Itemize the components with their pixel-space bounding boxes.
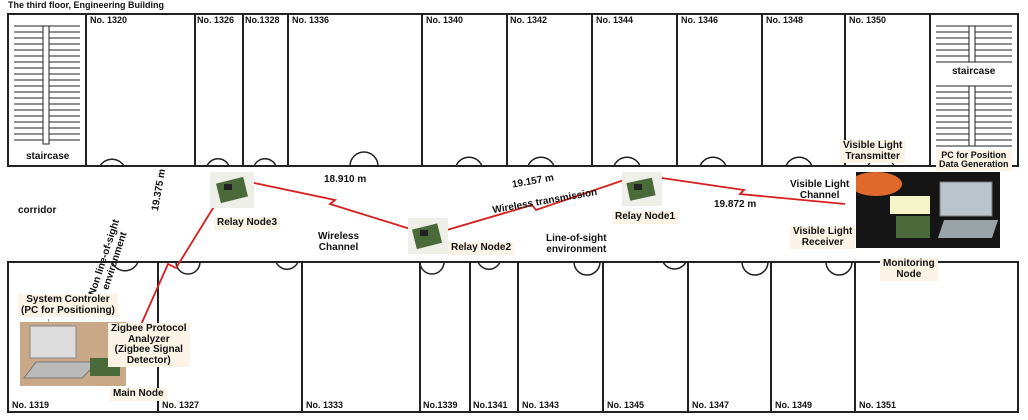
monitoring-setup-icon (850, 172, 1000, 248)
room-label-bottom: No. 1319 (12, 400, 50, 410)
relay-node2-label: Relay Node2 (448, 242, 515, 255)
distance-relay3-relay2: 18.910 m (324, 174, 367, 185)
relay-node2-photo (408, 218, 448, 254)
relay-node1-photo (622, 172, 662, 206)
zigbee-analyzer-label: Zigbee Protocol Analyzer (Zigbee Signal … (108, 323, 190, 367)
staircase-left-steps (14, 25, 80, 145)
bottom-rooms (7, 261, 1019, 413)
room-label-top: No. 1320 (90, 15, 128, 25)
relay-node1-label: Relay Node1 (612, 211, 679, 224)
room-label-top: No. 1336 (292, 15, 330, 25)
room-label-top: No. 1350 (849, 15, 887, 25)
room-label-bottom: No.1341 (473, 400, 508, 410)
main-node-label: Main Node (110, 388, 167, 401)
room-label-top: No. 1344 (596, 15, 634, 25)
link-relay1-monitor (647, 175, 846, 205)
room-label-bottom: No. 1343 (522, 400, 560, 410)
relay-board-icon (210, 172, 254, 208)
bottom-doors (111, 261, 853, 276)
room-label-bottom: No. 1351 (859, 400, 897, 410)
link-main-relay3 (119, 183, 229, 373)
los-environment-label: Line-of-sight environment (546, 233, 607, 255)
relay-node3-photo (210, 172, 254, 208)
staircase-left-label: staircase (26, 151, 70, 162)
room-label-top: No. 1326 (197, 15, 235, 25)
room-label-top: No. 1346 (681, 15, 719, 25)
monitoring-node-label: Monitoring Node (880, 258, 938, 281)
system-controller-label: System Controler (PC for Positioning) (18, 294, 118, 317)
room-label-bottom: No. 1345 (607, 400, 645, 410)
staircase-right-label: staircase (952, 66, 996, 77)
relay-board-icon (408, 218, 448, 254)
corridor-label: corridor (18, 205, 57, 216)
staircase-right-steps (936, 25, 1012, 147)
room-label-bottom: No. 1327 (162, 400, 200, 410)
stair-rail (42, 25, 50, 145)
room-label-bottom: No. 1333 (306, 400, 344, 410)
room-label-top: No. 1342 (510, 15, 548, 25)
bottom-block-outline (7, 261, 1019, 413)
wireless-channel-label: Wireless Channel (318, 231, 360, 253)
room-label-top: No. 1348 (766, 15, 804, 25)
arrow-down-icon: ↓ (46, 316, 51, 326)
vl-channel-label: Visible Light Channel (790, 179, 850, 201)
relay-node3-label: Relay Node3 (214, 217, 281, 230)
link-relay3-relay2 (239, 179, 421, 233)
room-label-bottom: No. 1349 (775, 400, 813, 410)
stair-rail (968, 25, 976, 63)
floor-title: The third floor, Engineering Building (8, 0, 164, 10)
distance-relay1-monitor: 19.872 m (714, 199, 757, 210)
vl-transmitter-label: Visible Light Transmitter (840, 140, 906, 163)
top-doors (99, 151, 895, 167)
vl-receiver-label: Visible Light Receiver (790, 226, 856, 249)
link-relay2-relay1 (439, 177, 631, 233)
stair-rail (968, 85, 976, 147)
monitoring-node-photo (850, 172, 1000, 248)
room-label-top: No. 1340 (426, 15, 464, 25)
pc-position-label: PC for Position Data Generation (936, 150, 1012, 171)
room-label-bottom: No. 1347 (692, 400, 730, 410)
wireless-links (119, 175, 846, 373)
room-label-bottom: No.1339 (423, 400, 458, 410)
relay-board-icon (622, 172, 662, 206)
top-block-outline (7, 13, 1019, 167)
room-label-top: No.1328 (245, 15, 280, 25)
